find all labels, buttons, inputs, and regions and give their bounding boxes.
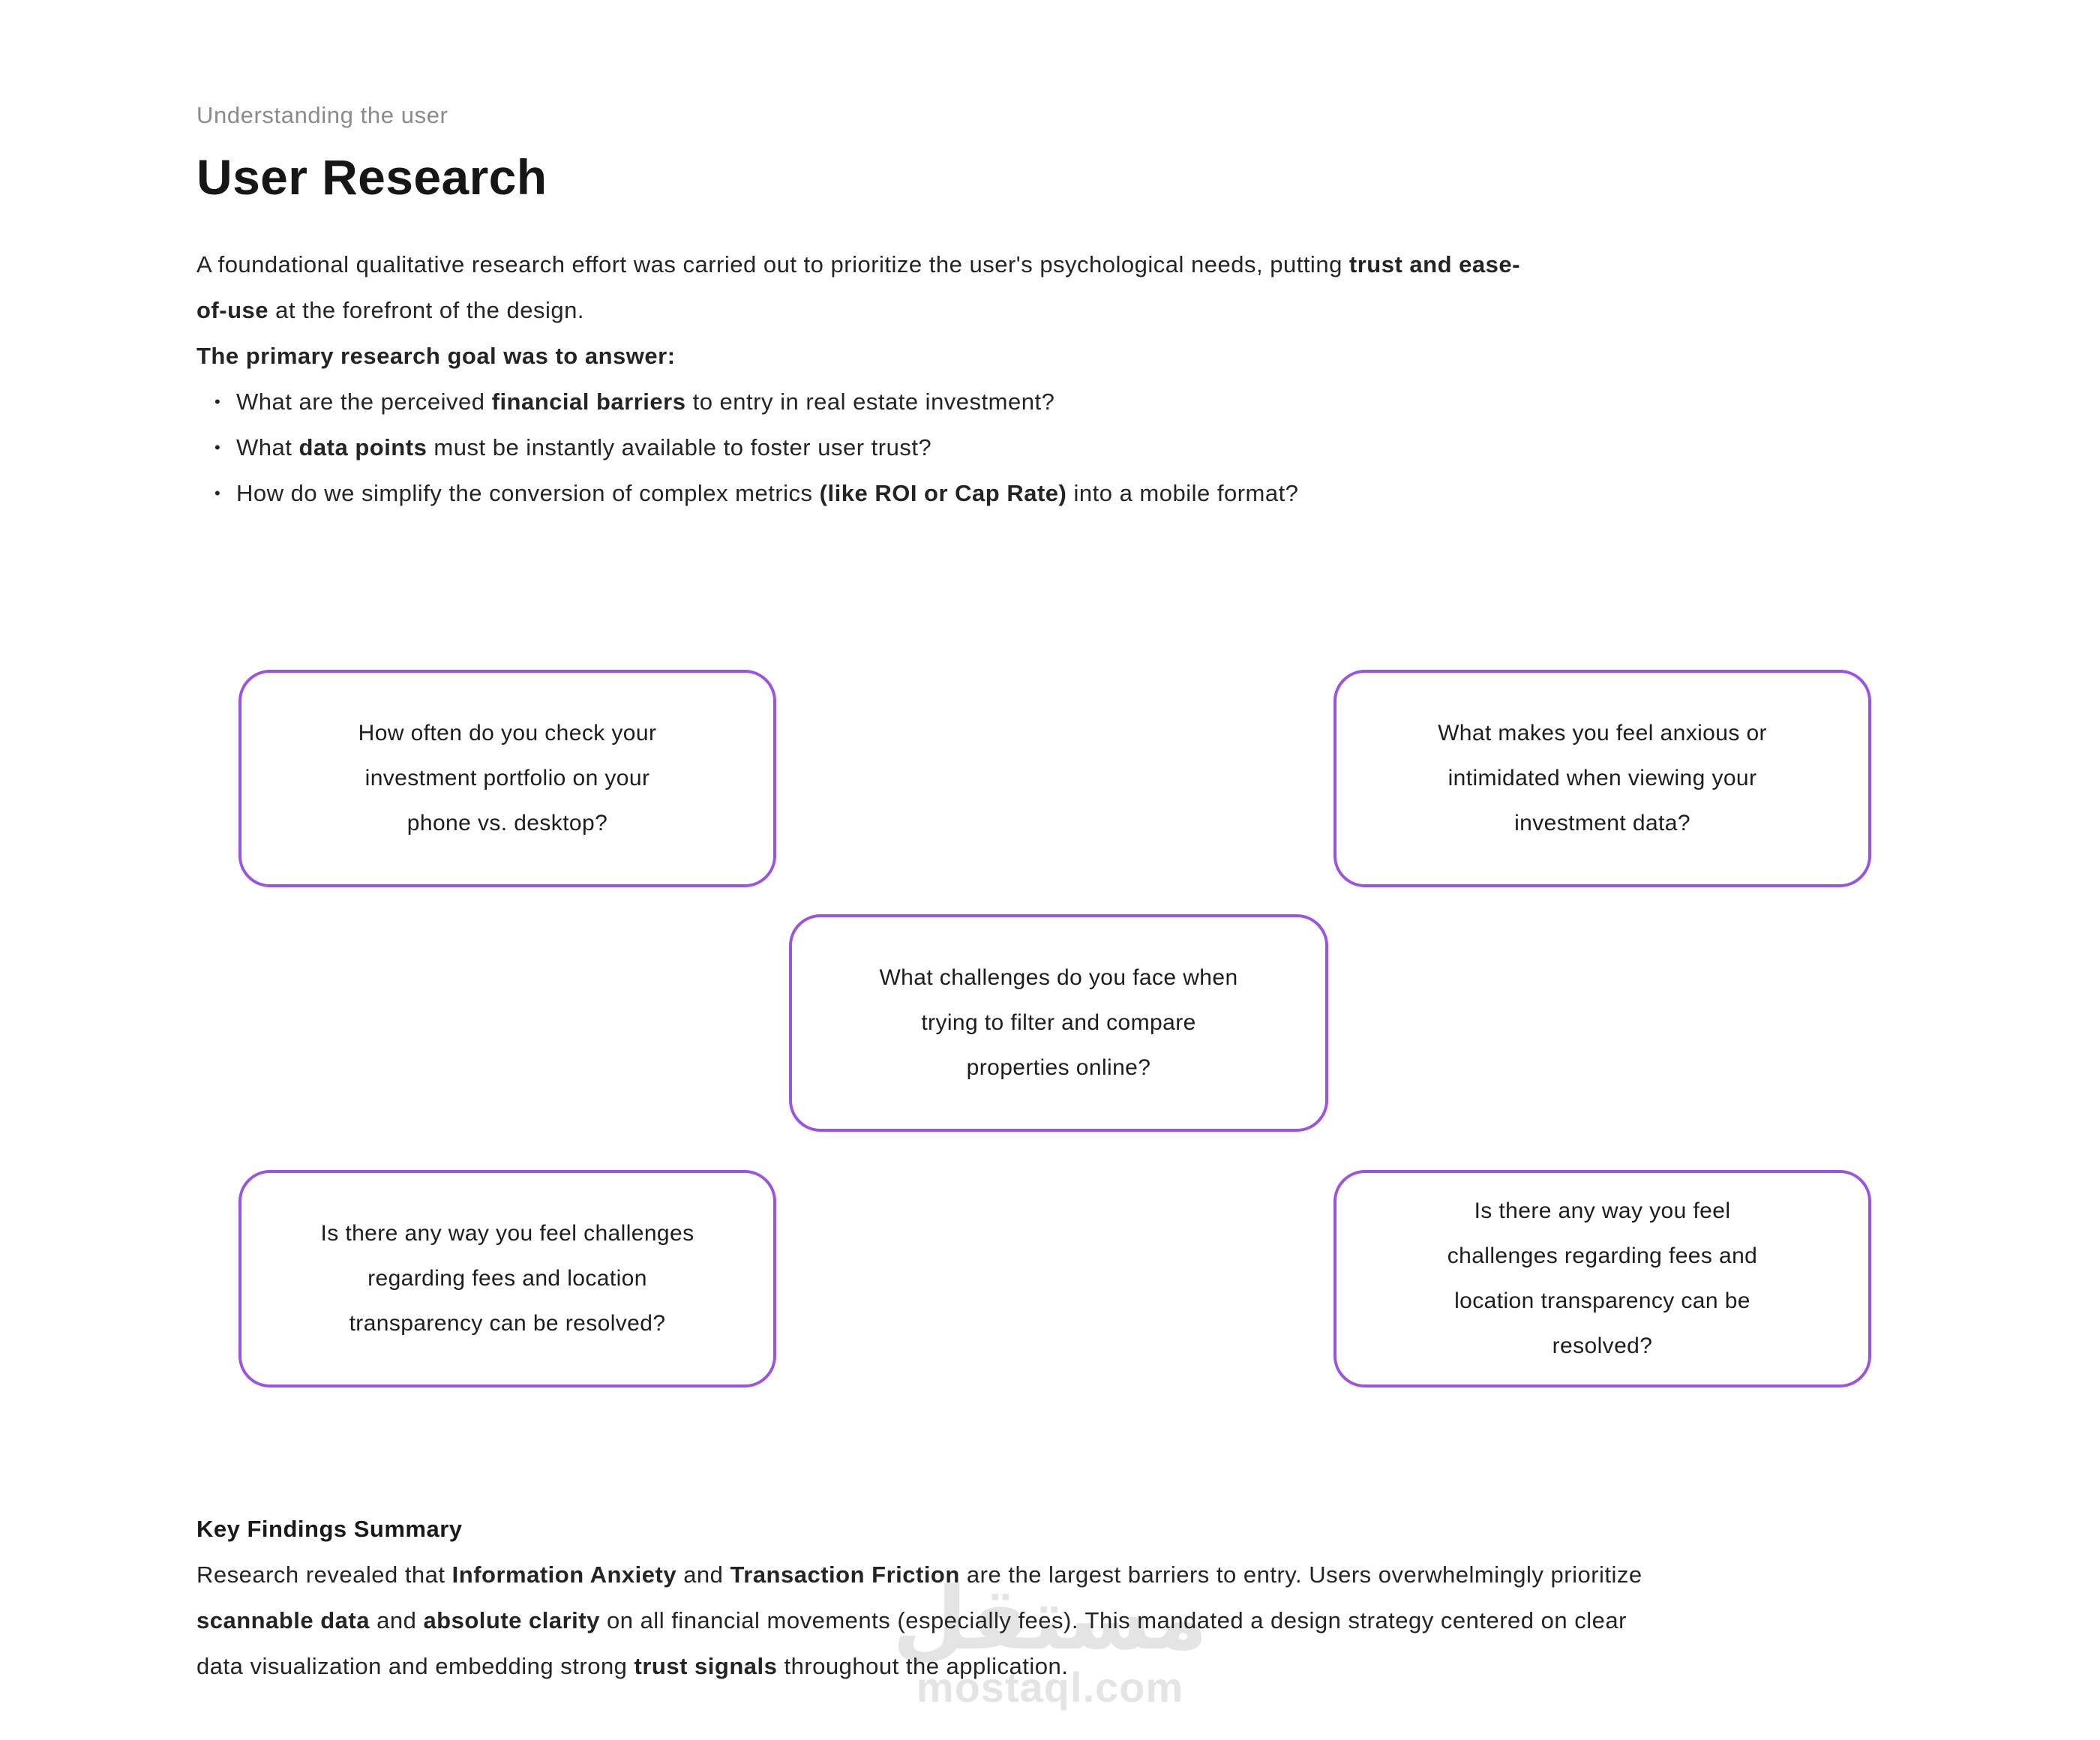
- page-title: User Research: [196, 149, 548, 205]
- interview-question-card: How often do you check your investment p…: [238, 670, 776, 887]
- intro-paragraph: A foundational qualitative research effo…: [196, 242, 1974, 516]
- key-findings-heading: Key Findings Summary: [196, 1516, 463, 1542]
- research-question-bullet: What are the perceived financial barrier…: [196, 379, 1974, 424]
- watermark: مستقل mostaql.com: [892, 1574, 1208, 1710]
- key-findings-line: data visualization and embedding strong …: [196, 1653, 1069, 1679]
- page-header: Understanding the user User Research A f…: [196, 100, 1974, 516]
- intro-line: of-use at the forefront of the design.: [196, 297, 584, 323]
- section-eyebrow: Understanding the user: [196, 102, 448, 128]
- interview-question-card: Is there any way you feel challenges reg…: [1334, 1170, 1871, 1388]
- intro-line: A foundational qualitative research effo…: [196, 251, 1520, 278]
- interview-question-card: What makes you feel anxious or intimidat…: [1334, 670, 1871, 887]
- key-findings-line: scannable data and absolute clarity on a…: [196, 1607, 1627, 1634]
- interview-question-card: Is there any way you feel challenges reg…: [238, 1170, 776, 1388]
- key-findings-section: Key Findings Summary Research revealed t…: [196, 1506, 1974, 1689]
- watermark-url: mostaql.com: [916, 1664, 1184, 1711]
- research-goal-heading: The primary research goal was to answer:: [196, 343, 676, 369]
- interview-question-card: What challenges do you face when trying …: [789, 914, 1328, 1132]
- research-question-bullet: How do we simplify the conversion of com…: [196, 470, 1974, 516]
- key-findings-line: Research revealed that Information Anxie…: [196, 1562, 1642, 1588]
- research-question-bullet: What data points must be instantly avail…: [196, 424, 1974, 470]
- watermark-arabic-logo: مستقل: [892, 1571, 1208, 1667]
